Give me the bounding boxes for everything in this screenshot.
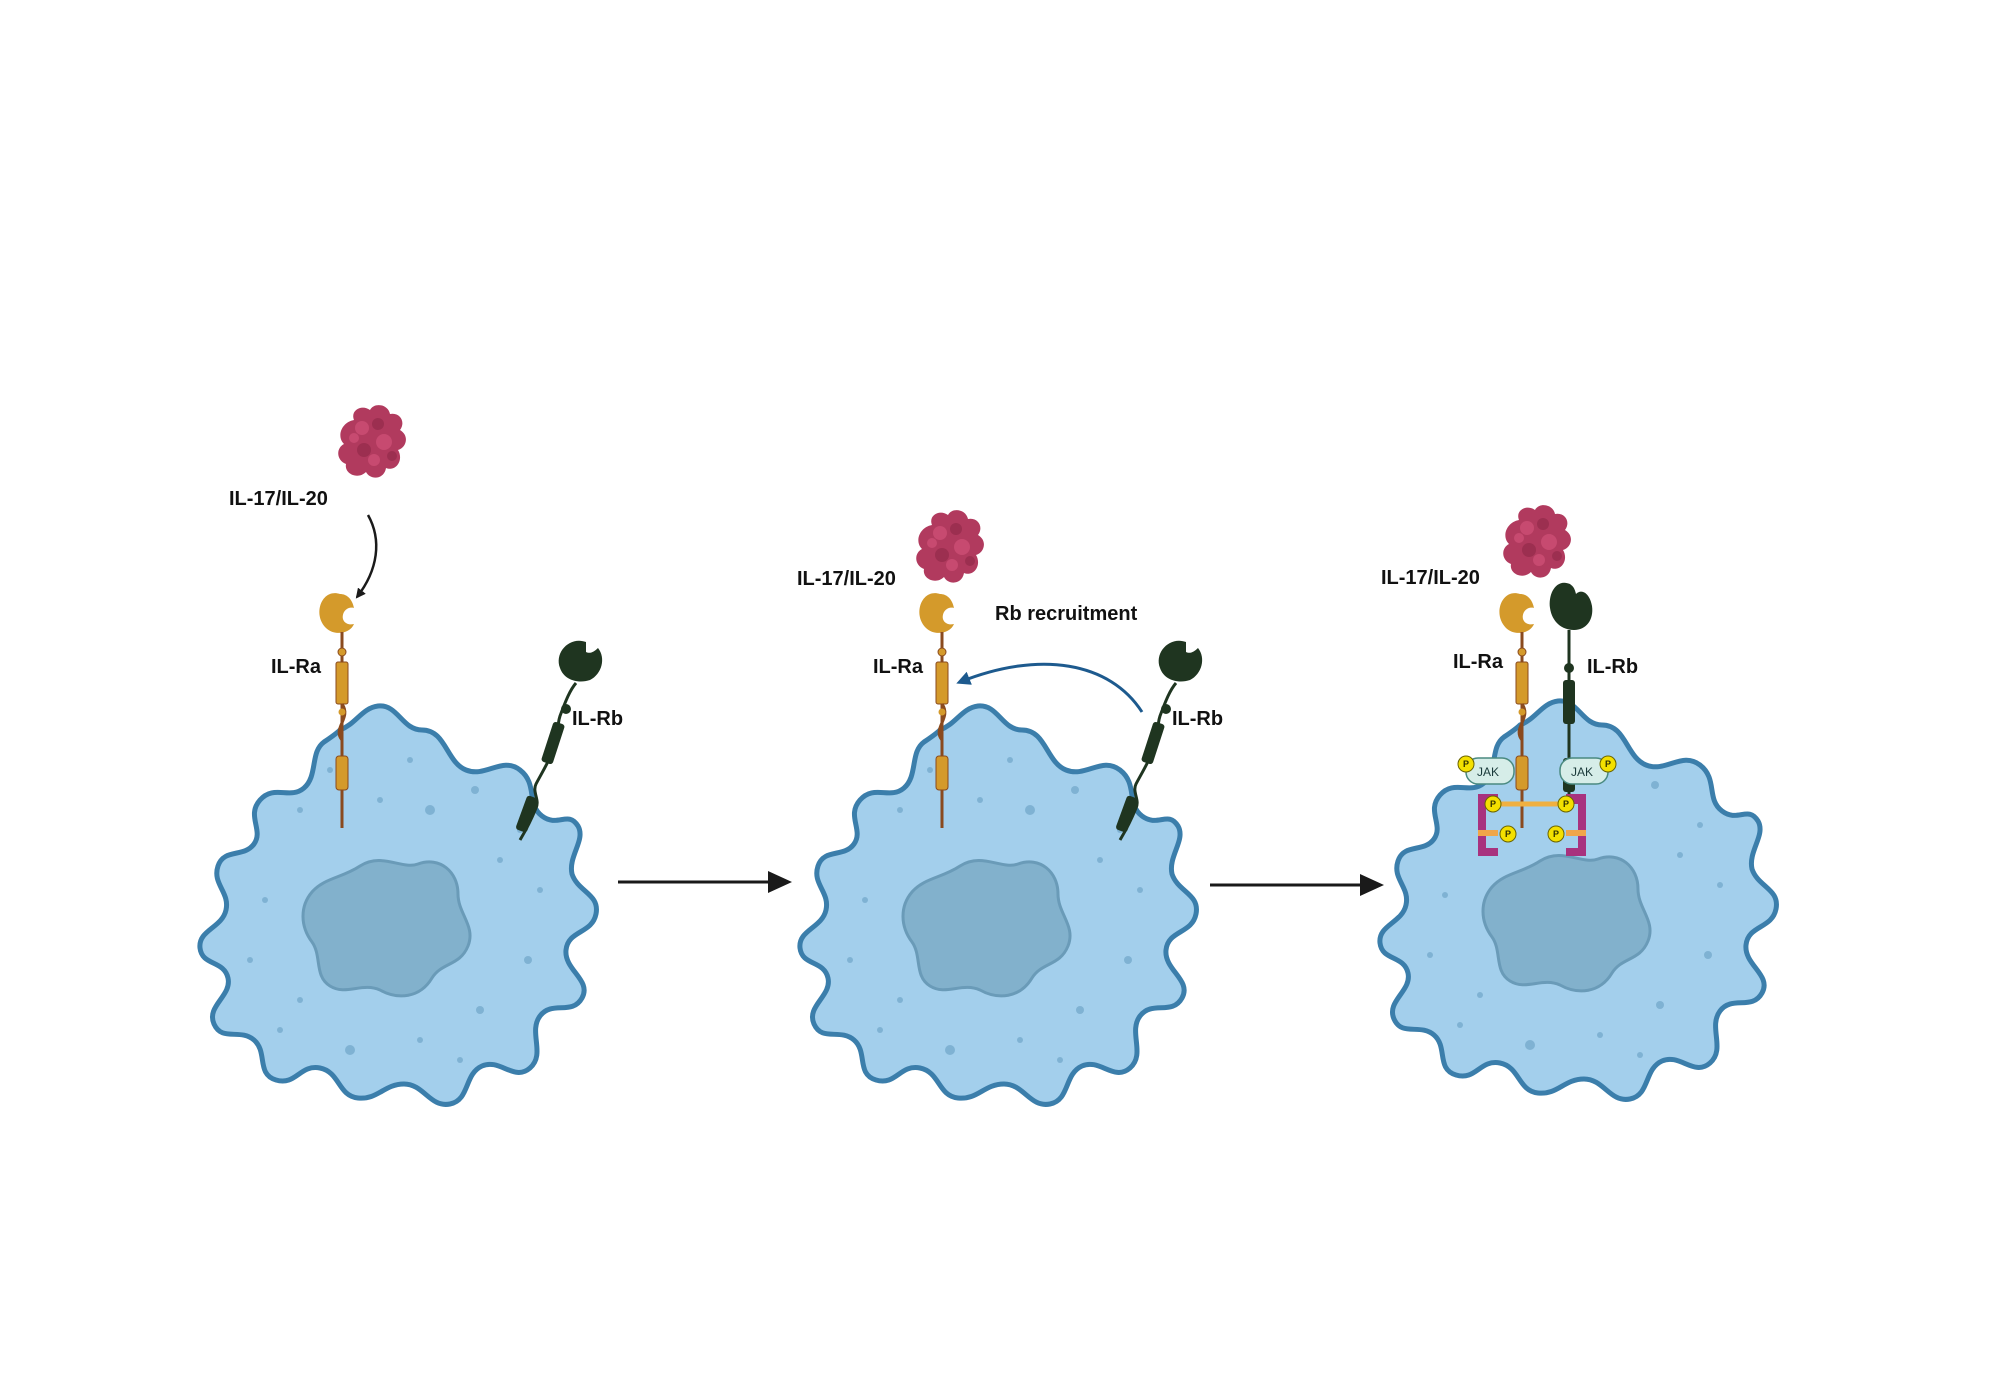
panel-3: IL-17/IL-20 IL-Ra IL-Rb JAK JAK P P bbox=[1377, 505, 1779, 1102]
svg-text:P: P bbox=[1605, 759, 1611, 769]
svg-text:P: P bbox=[1563, 799, 1569, 809]
receptor-a-label: IL-Ra bbox=[271, 656, 322, 678]
jak-right-label: JAK bbox=[1571, 765, 1593, 779]
cytokine-icon bbox=[338, 405, 406, 478]
jak-right-icon: JAK bbox=[1559, 757, 1609, 785]
stat-right-icon bbox=[1566, 794, 1586, 856]
recruitment-arrow bbox=[956, 662, 1144, 713]
receptor-b-icon bbox=[1116, 640, 1203, 841]
receptor-a-label: IL-Ra bbox=[1453, 651, 1504, 673]
recruitment-label: Rb recruitment bbox=[995, 603, 1138, 625]
cell-2-granules bbox=[847, 757, 1143, 1063]
panel-1: IL-17/IL-20 IL-Ra IL-Rb bbox=[197, 405, 623, 1107]
cytokine-label: IL-17/IL-20 bbox=[797, 568, 896, 590]
nucleus-2 bbox=[901, 859, 1072, 998]
cytokine-label: IL-17/IL-20 bbox=[1381, 567, 1480, 589]
svg-text:P: P bbox=[1553, 829, 1559, 839]
nucleus-3 bbox=[1481, 854, 1652, 993]
cytokine-label: IL-17/IL-20 bbox=[229, 488, 328, 510]
stat-left-icon bbox=[1478, 794, 1498, 856]
svg-text:P: P bbox=[1463, 759, 1469, 769]
svg-text:P: P bbox=[1490, 799, 1496, 809]
svg-text:P: P bbox=[1505, 829, 1511, 839]
receptor-b-icon bbox=[516, 640, 603, 841]
receptor-b-label: IL-Rb bbox=[1172, 708, 1223, 730]
cell-1-granules bbox=[247, 757, 543, 1063]
jak-left-label: JAK bbox=[1477, 765, 1499, 779]
cytokine-icon bbox=[1503, 505, 1571, 578]
cytokine-icon bbox=[916, 510, 984, 583]
cell-3-granules bbox=[1427, 781, 1723, 1058]
nucleus-1 bbox=[301, 859, 472, 998]
panel-2: IL-17/IL-20 Rb recruitment IL-Ra IL-Rb bbox=[797, 510, 1223, 1107]
receptor-a-label: IL-Ra bbox=[873, 656, 924, 678]
receptor-b-label: IL-Rb bbox=[572, 708, 623, 730]
binding-arrow bbox=[355, 514, 378, 599]
receptor-b-label: IL-Rb bbox=[1587, 656, 1638, 678]
phospho-group: P P P P P P bbox=[1457, 755, 1617, 843]
